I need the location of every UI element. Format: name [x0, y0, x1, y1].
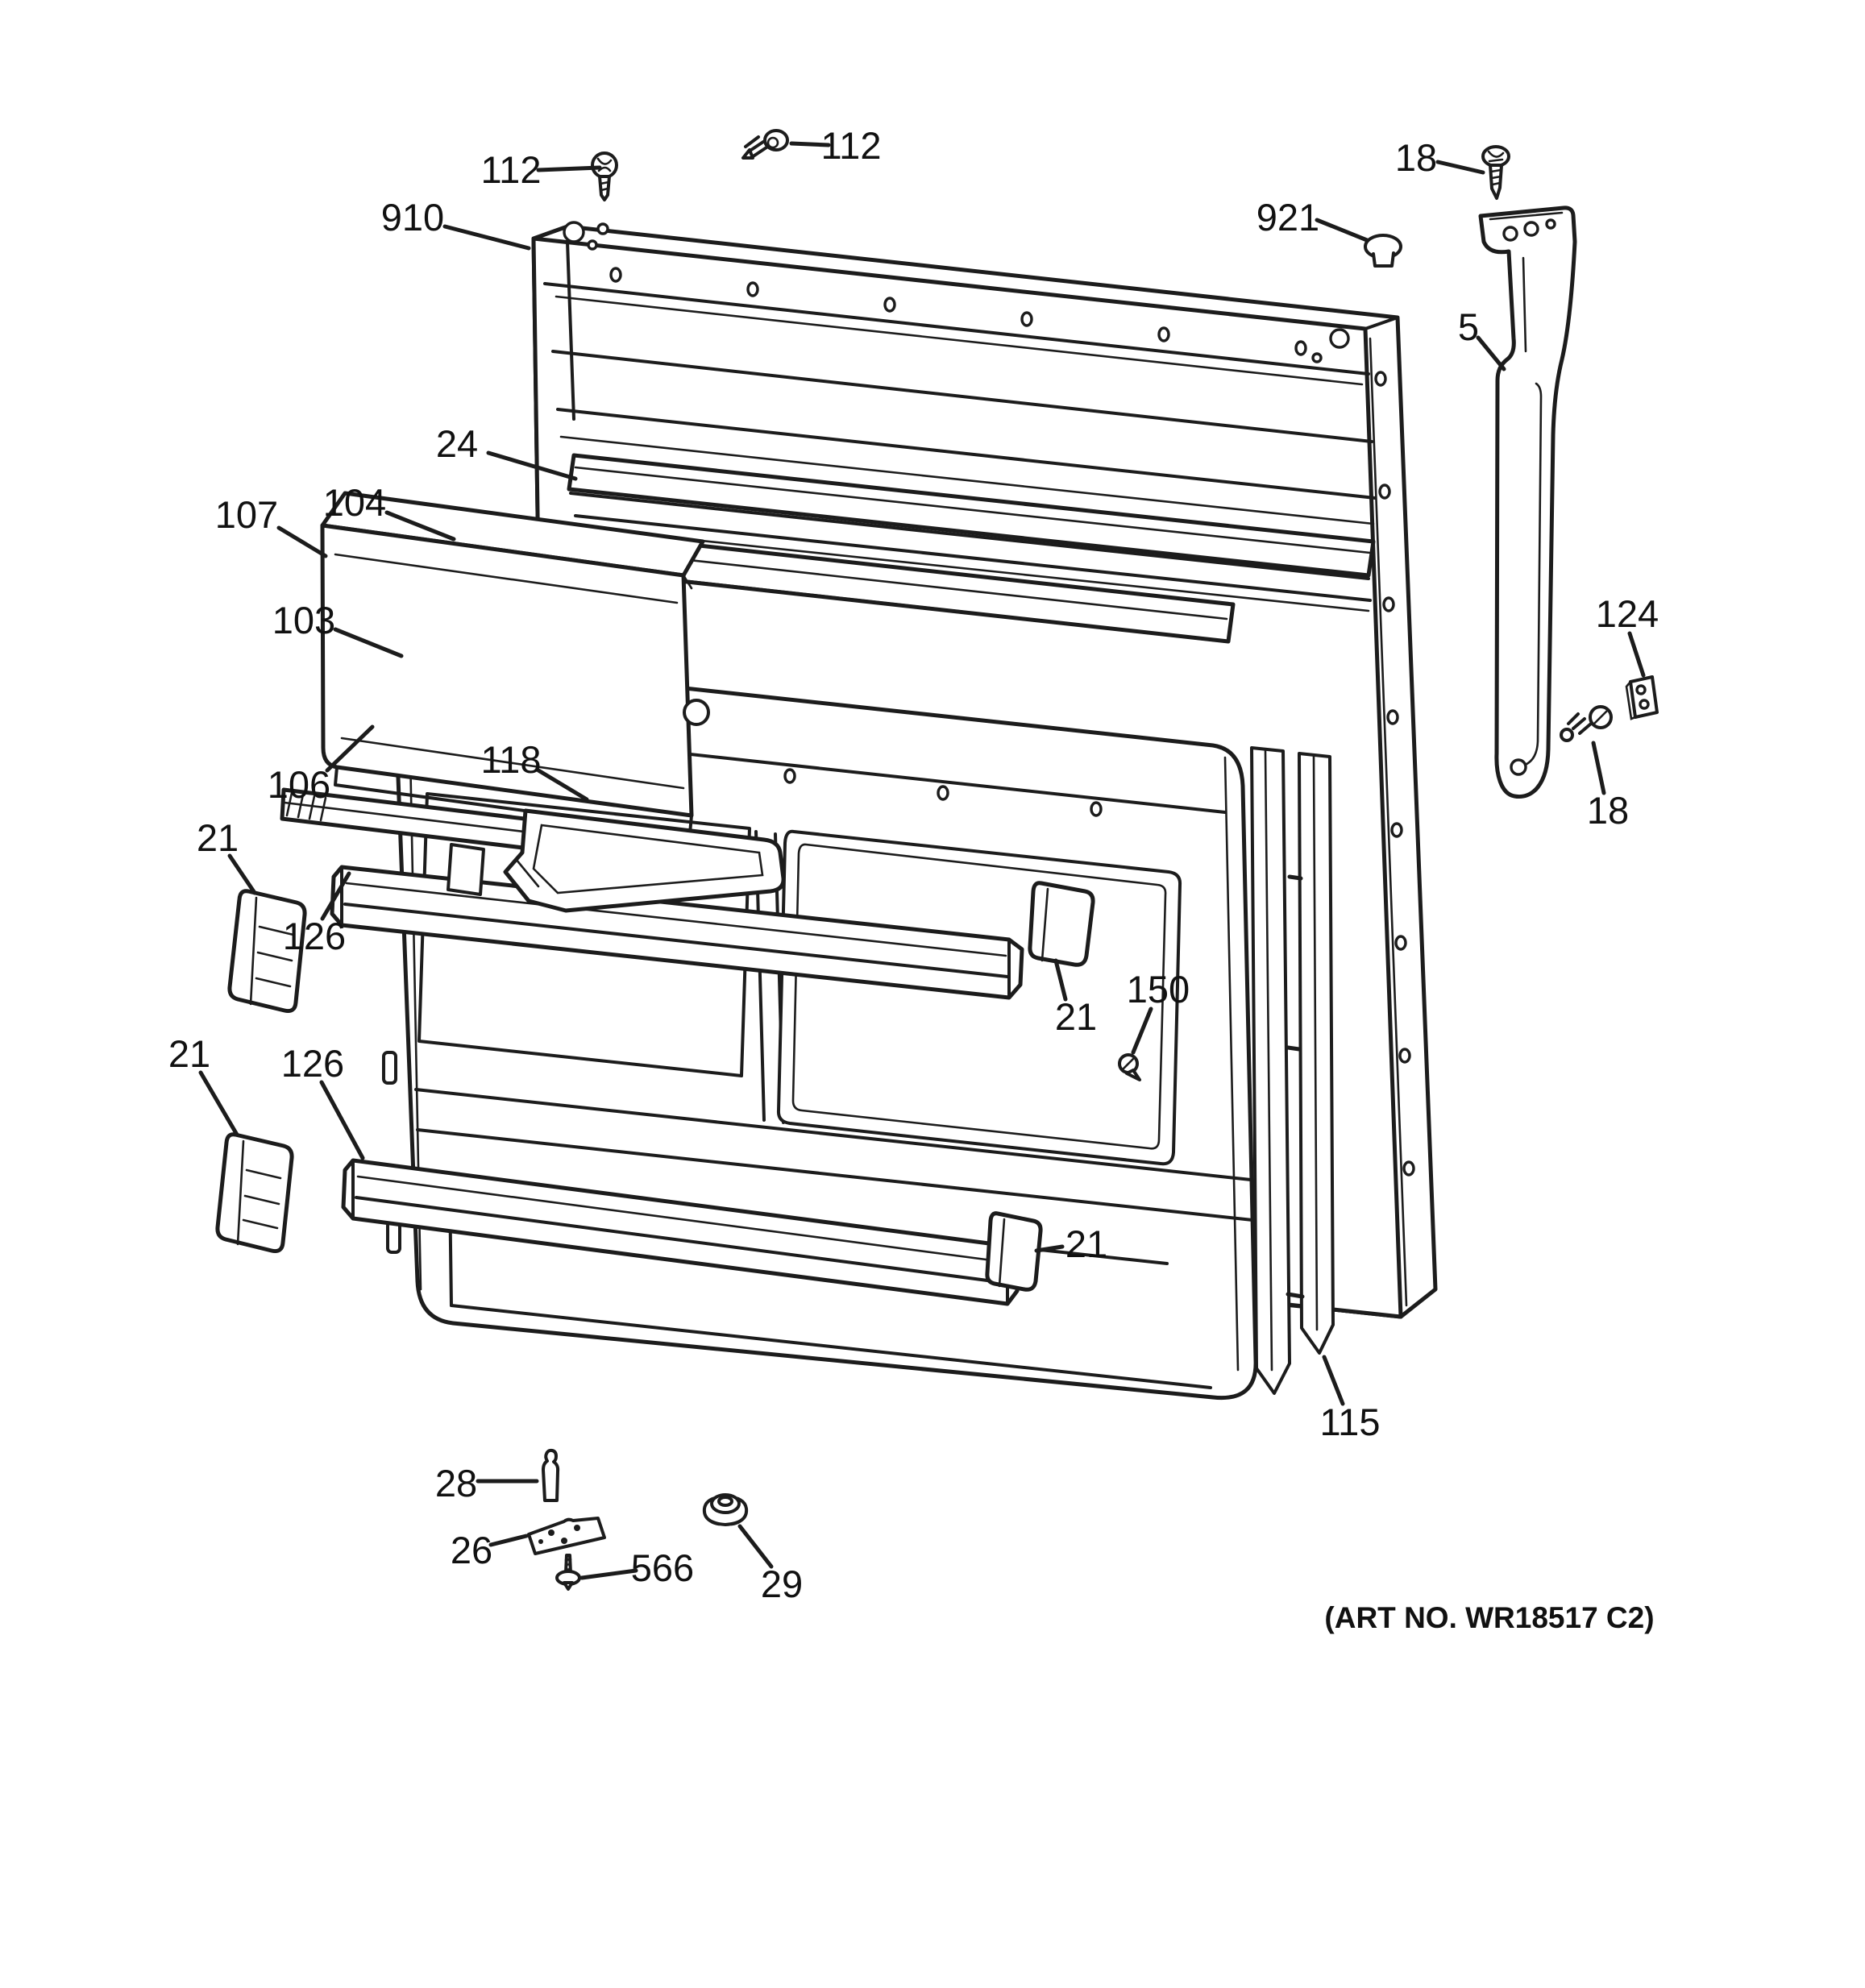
door-handle — [1478, 205, 1577, 799]
callout-labels: 112 112 18 910 24 104 103 107 106 118 21 126 21 126 21… — [168, 124, 1659, 1605]
leader-line-150 — [1131, 1006, 1153, 1055]
part-label-107-dairy-compartment-door: 107 — [215, 493, 278, 536]
part-label-112-right-screw: 112 — [821, 124, 882, 167]
art-number: (ART NO. WR18517 C2) — [1324, 1601, 1654, 1634]
shelf-end-cap-left-lower — [215, 1132, 294, 1253]
dairy-compartment-door — [320, 491, 710, 835]
screw-18-top — [1481, 145, 1510, 200]
part-label-104-upper-trim-rail: 104 — [323, 481, 386, 524]
screw-150 — [1118, 1053, 1141, 1081]
leader-line-566 — [579, 1568, 638, 1580]
screw-112-left — [591, 151, 618, 201]
leader-line-21-b — [198, 1070, 239, 1137]
part-label-18-top-screw: 18 — [1395, 136, 1437, 179]
part-label-29-hinge-grommet: 29 — [761, 1563, 803, 1605]
part-label-910-outer-door-panel: 910 — [381, 196, 444, 239]
screw-18-right — [1560, 705, 1613, 742]
leader-line-921 — [1315, 218, 1369, 243]
leader-line-21-c — [1053, 958, 1068, 1002]
part-label-21-c-shelf-end-cap: 21 — [1055, 995, 1097, 1038]
handle-clip — [1625, 675, 1659, 720]
leader-line-118 — [536, 768, 589, 802]
leader-line-104 — [384, 510, 456, 542]
hinge-shim-plate — [527, 1517, 606, 1555]
leader-line-115 — [1322, 1355, 1345, 1406]
leader-line-21-d — [1034, 1244, 1065, 1253]
leader-line-126-a — [320, 871, 351, 921]
part-label-124-handle-clip: 124 — [1596, 592, 1659, 635]
leader-line-112-right — [789, 141, 831, 147]
shelf-end-cap-left-upper — [227, 889, 307, 1013]
part-label-5-door-handle: 5 — [1458, 305, 1479, 348]
leader-line-910 — [442, 224, 531, 251]
leader-line-18-right — [1591, 741, 1606, 795]
butter-tray — [503, 808, 786, 913]
part-label-115-door-gasket: 115 — [1320, 1401, 1381, 1443]
part-label-150-screw: 150 — [1127, 968, 1190, 1011]
part-label-18-right-screw: 18 — [1587, 789, 1629, 832]
part-label-24-top-retainer-trim: 24 — [436, 422, 478, 465]
leader-line-24 — [486, 450, 578, 481]
leader-line-103 — [333, 627, 404, 658]
door-gasket — [1226, 746, 1335, 1395]
leader-line-124 — [1627, 631, 1646, 678]
leader-line-5 — [1476, 335, 1506, 371]
leader-line-21-a — [227, 853, 257, 895]
leader-line-18-top — [1435, 160, 1485, 175]
part-label-106-dairy-shelf-trim: 106 — [268, 763, 330, 806]
part-label-126-b-door-shelf-rail: 126 — [281, 1042, 344, 1085]
part-label-21-d-shelf-end-cap: 21 — [1065, 1222, 1107, 1265]
leader-line-112-left — [536, 165, 602, 172]
hinge-grommet — [702, 1493, 749, 1526]
leader-line-107 — [276, 525, 328, 558]
part-label-21-a-shelf-end-cap: 21 — [197, 816, 239, 859]
screw-112-right — [741, 129, 789, 160]
part-label-126-a-door-shelf-rail: 126 — [283, 915, 346, 957]
part-label-112-left-screw: 112 — [481, 148, 542, 191]
part-label-26-hinge-shim-plate: 26 — [451, 1529, 492, 1571]
screw-566 — [555, 1554, 581, 1591]
plug-button — [1364, 234, 1402, 268]
leader-line-106 — [325, 724, 375, 773]
part-label-118-butter-tray: 118 — [481, 738, 542, 781]
part-label-21-b-shelf-end-cap: 21 — [168, 1032, 210, 1075]
part-label-566-screw: 566 — [631, 1546, 694, 1589]
leader-line-26 — [488, 1534, 529, 1547]
leader-line-29 — [737, 1524, 774, 1569]
hinge-pin — [542, 1448, 560, 1502]
part-label-28-hinge-pin: 28 — [435, 1462, 477, 1504]
shelf-end-cap-right-upper — [1028, 881, 1095, 967]
door-shelf-rail-upper — [330, 865, 1024, 1000]
leader-line-126-b — [319, 1080, 365, 1160]
part-label-103-inner-door-liner: 103 — [272, 599, 335, 641]
part-label-921-plug-button: 921 — [1256, 196, 1319, 239]
shelf-end-cap-right-lower — [985, 1211, 1043, 1292]
